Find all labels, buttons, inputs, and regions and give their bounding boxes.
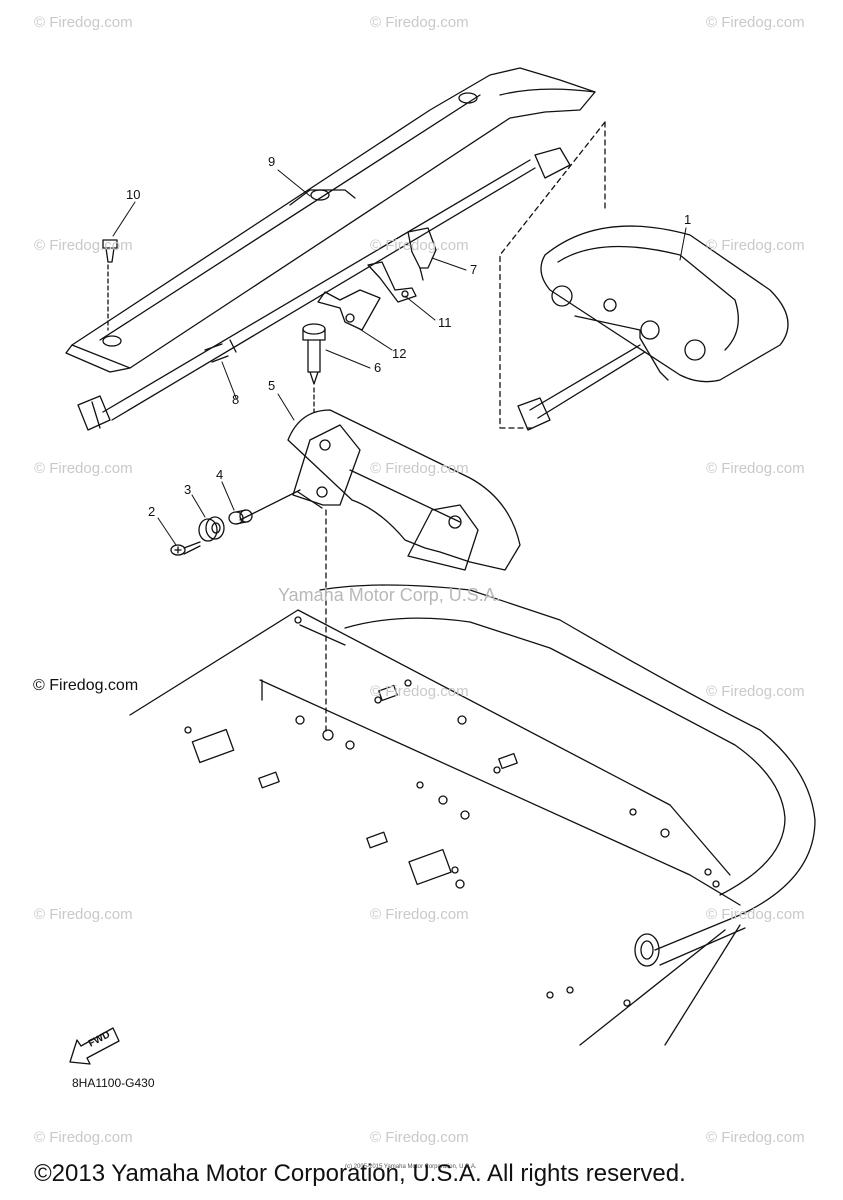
part-6-bolt (302, 323, 326, 413)
watermark: © Firedog.com (34, 460, 133, 477)
part-7-clip (407, 227, 437, 281)
callout-leaders (112, 169, 687, 546)
part-5-bracket (239, 409, 521, 571)
watermark: © Firedog.com (370, 906, 469, 923)
part-11-bracket (367, 261, 417, 303)
watermark: © Firedog.com (706, 14, 805, 31)
watermark: © Firedog.com (370, 1129, 469, 1146)
corp-watermark: Yamaha Motor Corp, U.S.A. (278, 585, 501, 605)
watermark: © Firedog.com (370, 460, 469, 477)
watermark: © Firedog.com (706, 237, 805, 254)
watermark: © Firedog.com (34, 237, 133, 254)
callout-12: 12 (392, 346, 407, 361)
firedog-label: © Firedog.com (33, 677, 139, 694)
watermark: © Firedog.com (706, 460, 805, 477)
callout-5: 5 (268, 378, 276, 393)
callout-1: 1 (684, 212, 692, 227)
watermark: © Firedog.com (370, 14, 469, 31)
part-4-collar (228, 509, 253, 525)
watermark: © Firedog.com (706, 906, 805, 923)
part-3-grommet (198, 516, 225, 542)
part-1-tail-light (517, 225, 789, 431)
watermark: © Firedog.com (370, 683, 469, 700)
copyright-small: (c) 2005-2015 Yamaha Motor Corporation, … (345, 1164, 477, 1170)
watermark: © Firedog.com (370, 237, 469, 254)
callout-10: 10 (126, 187, 141, 202)
part-9-cover (65, 67, 596, 373)
watermark: © Firedog.com (706, 1129, 805, 1146)
callout-4: 4 (216, 467, 224, 482)
part-10-clip (102, 239, 118, 331)
callout-11: 11 (438, 315, 452, 330)
part-8-harness (77, 147, 571, 431)
callout-6: 6 (374, 360, 382, 375)
fwd-arrow (69, 1027, 120, 1065)
diagram-code: 8HA1100-G430 (72, 1076, 155, 1090)
callout-8: 8 (232, 392, 240, 407)
callout-9: 9 (268, 154, 276, 169)
callout-2: 2 (148, 504, 156, 519)
watermark: © Firedog.com (34, 906, 133, 923)
copyright-notice: ©2013 Yamaha Motor Corporation, U.S.A. A… (34, 1160, 686, 1187)
watermark: © Firedog.com (34, 14, 133, 31)
part-12-bracket (317, 289, 381, 331)
part-2-screw (170, 541, 201, 556)
watermark: © Firedog.com (34, 1129, 133, 1146)
watermark: © Firedog.com (706, 683, 805, 700)
frame-deck (129, 584, 816, 1046)
callout-3: 3 (184, 482, 192, 497)
callout-7: 7 (470, 262, 478, 277)
